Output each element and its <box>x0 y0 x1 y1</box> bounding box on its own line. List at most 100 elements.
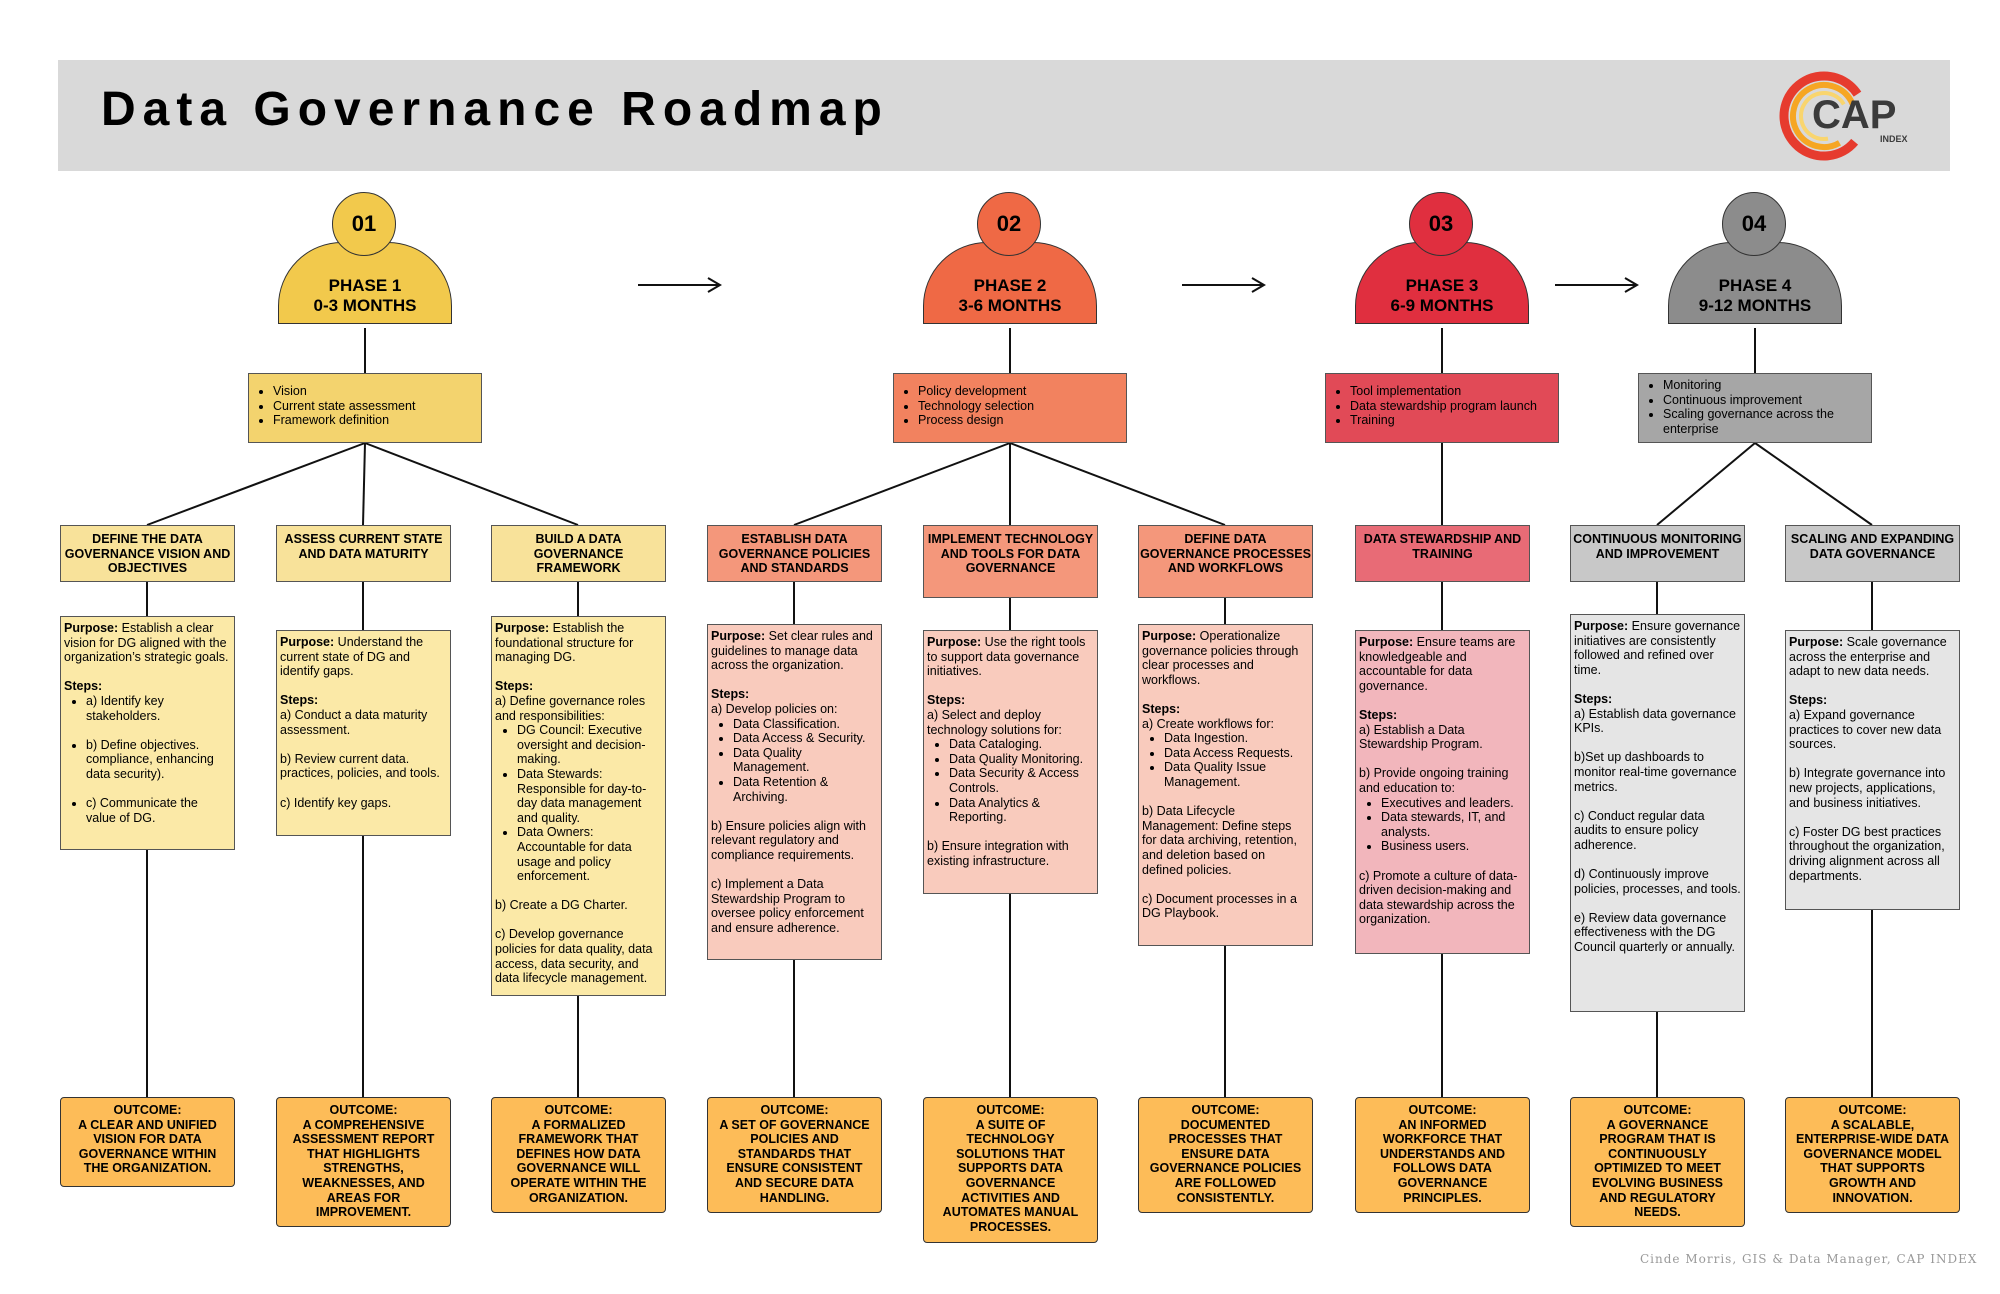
step-list-item: Data Security & Access Controls. <box>949 766 1094 795</box>
steps-label: Steps: <box>711 687 750 702</box>
step-list-item: a) Identify key stakeholders. <box>86 694 231 723</box>
step-text: c) Identify key gaps. <box>280 795 392 810</box>
focus-item: Technology selection <box>918 399 1126 414</box>
track-title-box: DATA STEWARDSHIP AND TRAINING <box>1355 525 1530 582</box>
purpose-description: Understand the current state of DG and i… <box>280 635 424 679</box>
track-detail-box: Purpose: Establish a clear vision for DG… <box>60 616 235 850</box>
track-detail-box: Purpose: Understand the current state of… <box>276 630 451 836</box>
outcome-text: A GOVERNANCE PROGRAM THAT IS CONTINUOUSL… <box>1591 1117 1724 1220</box>
track-title: BUILD A DATA GOVERNANCE FRAMEWORK <box>533 532 624 576</box>
purpose-label: Purpose: <box>64 621 119 635</box>
purpose-description: Establish a clear vision for DG aligned … <box>64 621 229 665</box>
phase-timeframe: 9-12 MONTHS <box>1698 296 1812 315</box>
step-list-item: Data Access & Security. <box>733 731 878 746</box>
steps-label: Steps: <box>1142 701 1181 716</box>
outcome-box: OUTCOME:DOCUMENTED PROCESSES THAT ENSURE… <box>1138 1097 1313 1213</box>
step-list-item: DG Council: Executive oversight and deci… <box>517 723 662 767</box>
outcome-text: A CLEAR AND UNIFIED VISION FOR DATA GOVE… <box>78 1117 217 1176</box>
step-text: b) Ensure integration with existing infr… <box>927 839 1069 868</box>
purpose-description: Establish the foundational structure for… <box>495 621 634 665</box>
outcome-label: OUTCOME: <box>976 1103 1045 1117</box>
purpose-label: Purpose: <box>711 629 766 643</box>
focus-item: Tool implementation <box>1350 384 1558 399</box>
title-banner: Data Governance Roadmap CAP INDEX <box>58 60 1950 171</box>
step-list-item: Data Ingestion. <box>1164 731 1309 746</box>
step-text: e) Review data governance effectiveness … <box>1574 910 1735 955</box>
phase-number-badge: 04 <box>1722 192 1786 256</box>
focus-item: Current state assessment <box>273 399 481 414</box>
purpose-description: Set clear rules and guidelines to manage… <box>711 629 873 673</box>
step-list-item: b) Define objectives. compliance, enhanc… <box>86 738 231 782</box>
outcome-label: OUTCOME: <box>1623 1103 1692 1117</box>
purpose-text: Purpose: Ensure governance initiatives a… <box>1574 619 1741 677</box>
step-list: Data Cataloging.Data Quality Monitoring.… <box>927 737 1094 825</box>
step-list-item: Data Quality Monitoring. <box>949 752 1094 767</box>
track-detail-box: Purpose: Set clear rules and guidelines … <box>707 624 882 960</box>
outcome-label: OUTCOME: <box>544 1103 613 1117</box>
focus-item: Scaling governance across the enterprise <box>1663 407 1871 436</box>
track-title: ASSESS CURRENT STATE AND DATA MATURITY <box>284 532 443 561</box>
purpose-label: Purpose: <box>1789 635 1844 649</box>
purpose-label: Purpose: <box>1359 635 1414 649</box>
steps-heading: Steps: <box>495 679 662 694</box>
outcome-text: A SCALABLE, ENTERPRISE-WIDE DATA GOVERNA… <box>1795 1117 1949 1205</box>
purpose-text: Purpose: Scale governance across the ent… <box>1789 635 1956 679</box>
outcome-label: OUTCOME: <box>113 1103 182 1117</box>
steps-label: Steps: <box>280 693 319 708</box>
step-text: c) Foster DG best practices throughout t… <box>1789 824 1945 883</box>
step-list: Data Ingestion.Data Access Requests.Data… <box>1142 731 1309 789</box>
step-list-item: Business users. <box>1381 839 1526 854</box>
track-title-box: DEFINE THE DATA GOVERNANCE VISION AND OB… <box>60 525 235 582</box>
focus-item: Framework definition <box>273 413 481 428</box>
step-text: a) Establish data governance KPIs. <box>1574 706 1736 736</box>
outcome-box: OUTCOME:A SET OF GOVERNANCE POLICIES AND… <box>707 1097 882 1213</box>
outcome-label: OUTCOME: <box>329 1103 398 1117</box>
focus-item: Policy development <box>918 384 1126 399</box>
phase-3-focus-box: Tool implementationData stewardship prog… <box>1325 373 1559 443</box>
step-list-item: Data Classification. <box>733 717 878 732</box>
step-text: a) Develop policies on: <box>711 701 838 716</box>
step-list-item: Data stewards, IT, and analysts. <box>1381 810 1526 839</box>
step-list: a) Identify key stakeholders. b) Define o… <box>64 694 231 825</box>
outcome-box: OUTCOME:A GOVERNANCE PROGRAM THAT IS CON… <box>1570 1097 1745 1227</box>
steps-label: Steps: <box>927 693 966 708</box>
outcome-label: OUTCOME: <box>760 1103 829 1117</box>
track-title: DATA STEWARDSHIP AND TRAINING <box>1363 532 1522 561</box>
outcome-text: AN INFORMED WORKFORCE THAT UNDERSTANDS A… <box>1380 1117 1505 1205</box>
phase-4-focus-box: MonitoringContinuous improvementScaling … <box>1638 373 1872 443</box>
step-list-item: Data Analytics & Reporting. <box>949 796 1094 825</box>
steps-heading: Steps: <box>1142 702 1309 717</box>
step-text: a) Establish a Data Stewardship Program. <box>1359 722 1483 752</box>
focus-item: Process design <box>918 413 1126 428</box>
outcome-box: OUTCOME:A SUITE OF TECHNOLOGY SOLUTIONS … <box>923 1097 1098 1243</box>
track-title-box: IMPLEMENT TECHNOLOGY AND TOOLS FOR DATA … <box>923 525 1098 598</box>
track-title-box: SCALING AND EXPANDING DATA GOVERNANCE <box>1785 525 1960 582</box>
phase-label: PHASE 3 <box>1405 276 1479 295</box>
track-title-box: ASSESS CURRENT STATE AND DATA MATURITY <box>276 525 451 582</box>
phase-timeframe: 6-9 MONTHS <box>1390 296 1494 315</box>
purpose-description: Ensure teams are knowledgeable and accou… <box>1359 635 1516 693</box>
track-title: IMPLEMENT TECHNOLOGY AND TOOLS FOR DATA … <box>927 532 1094 576</box>
step-text: a) Create workflows for: <box>1142 716 1274 731</box>
outcome-text: DOCUMENTED PROCESSES THAT ENSURE DATA GO… <box>1149 1117 1302 1205</box>
step-list: Executives and leaders.Data stewards, IT… <box>1359 796 1526 854</box>
track-detail-box: Purpose: Establish the foundational stru… <box>491 616 666 996</box>
steps-label: Steps: <box>495 679 534 694</box>
step-list-item: Data Quality Management. <box>733 746 878 775</box>
step-list: DG Council: Executive oversight and deci… <box>495 723 662 884</box>
phase-number-badge: 01 <box>332 192 396 256</box>
track-title-box: DEFINE DATA GOVERNANCE PROCESSES AND WOR… <box>1138 525 1313 598</box>
track-title-box: CONTINUOUS MONITORING AND IMPROVEMENT <box>1570 525 1745 582</box>
step-list: Data Classification.Data Access & Securi… <box>711 717 878 805</box>
track-detail-box: Purpose: Ensure governance initiatives a… <box>1570 614 1745 1012</box>
phase-timeframe: 3-6 MONTHS <box>958 296 1062 315</box>
focus-item: Vision <box>273 384 481 399</box>
step-text: a) Define governance roles and responsib… <box>495 693 646 723</box>
step-list-item: Data Retention & Archiving. <box>733 775 878 804</box>
phase-number-badge: 03 <box>1409 192 1473 256</box>
phase-label: PHASE 4 <box>1718 276 1792 295</box>
step-text: c) Promote a culture of data-driven deci… <box>1359 868 1518 927</box>
purpose-text: Purpose: Use the right tools to support … <box>927 635 1094 679</box>
